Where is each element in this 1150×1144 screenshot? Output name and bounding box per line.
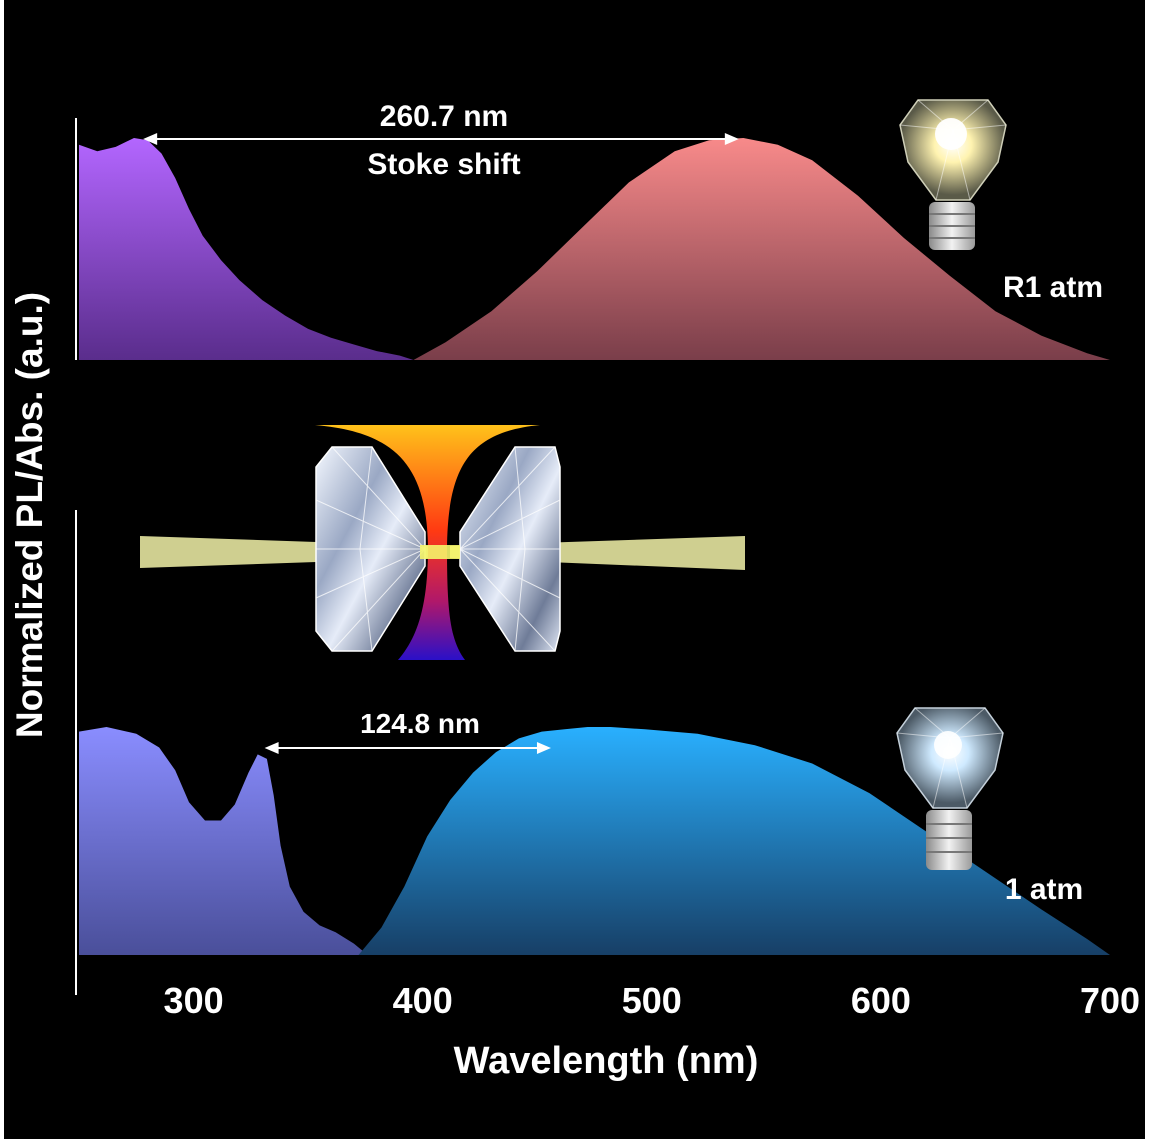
bottom-shift-value: 124.8 nm (360, 708, 480, 739)
bulb-glow-warm (935, 118, 967, 150)
x-tick-label: 400 (393, 980, 453, 1021)
frame-left (0, 0, 4, 1144)
top-emission-area (413, 138, 1110, 360)
bulb-threads-cool (926, 823, 972, 853)
x-tick-label: 600 (851, 980, 911, 1021)
top-arrow-head-right (724, 133, 739, 145)
bottom-arrow-head-left (264, 742, 279, 754)
top-shift-label: Stoke shift (367, 148, 520, 181)
bulb-threads-warm (929, 213, 975, 239)
x-axis-label: Wavelength (nm) (454, 1040, 759, 1082)
top-arrow-head-left (143, 133, 158, 145)
lightbulb-cool-icon (896, 707, 1004, 870)
top-panel: 260.7 nm Stoke shift R1 atm (79, 100, 1110, 360)
bottom-emission-area (358, 727, 1110, 955)
bottom-arrow-head-right (536, 742, 551, 754)
x-tick-label: 700 (1080, 980, 1140, 1021)
bulb-base-cool (926, 810, 972, 870)
top-absorption-area (79, 138, 414, 360)
x-axis-ticks: 300 400 500 600 700 (164, 980, 1140, 1021)
top-shift-value: 260.7 nm (380, 100, 508, 133)
x-tick-label: 300 (164, 980, 224, 1021)
y-axis-label: Normalized PL/Abs. (a.u.) (9, 292, 50, 738)
diamond-anvil-cell-icon (140, 425, 745, 660)
x-tick-label: 500 (622, 980, 682, 1021)
frame-right (1145, 0, 1150, 1144)
lightbulb-warm-icon (899, 99, 1007, 250)
top-condition-label: R1 atm (1003, 271, 1103, 304)
bottom-absorption-area (79, 727, 368, 955)
bulb-glow-cool (934, 731, 962, 759)
frame-bottom (0, 1139, 1150, 1144)
gasket-sample (315, 425, 540, 660)
bottom-condition-label: 1 atm (1005, 873, 1083, 906)
bottom-panel: 124.8 nm 1 atm (79, 708, 1110, 955)
laser-focus (420, 545, 460, 559)
